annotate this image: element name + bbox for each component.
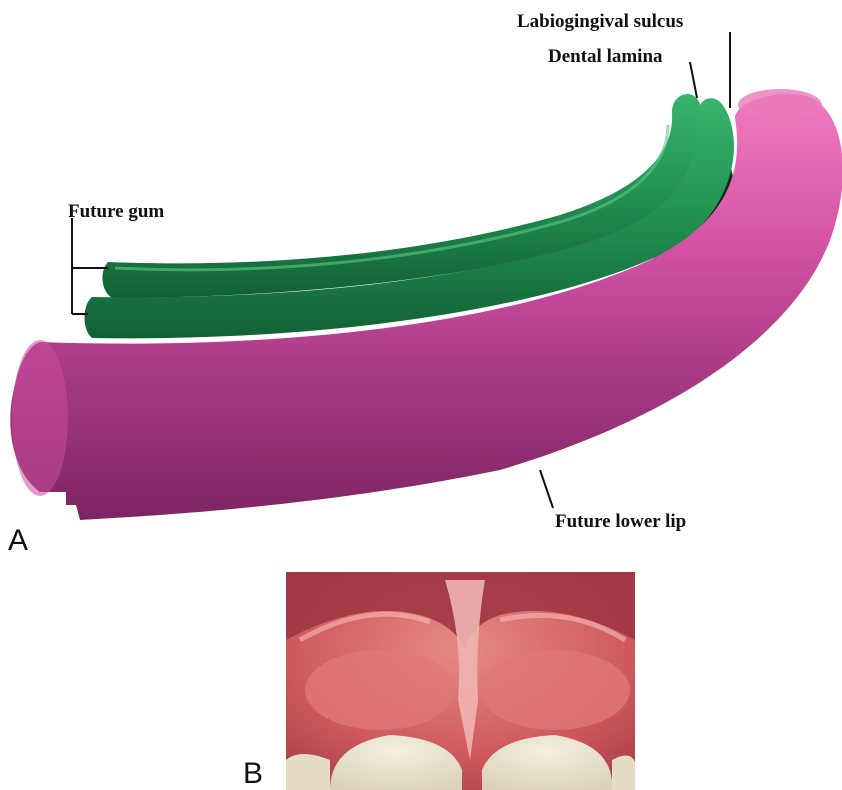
label-dental-lamina: Dental lamina [548, 46, 663, 67]
gingiva-left [305, 650, 455, 730]
panel-letter-b: B [243, 757, 263, 790]
label-future-gum: Future gum [68, 201, 164, 222]
panel-b-photo [286, 572, 635, 790]
label-labiogingival-sulcus: Labiogingival sulcus [517, 11, 683, 32]
label-future-lower-lip: Future lower lip [555, 511, 686, 532]
gingiva-right [480, 650, 630, 730]
panel-letter-a: A [8, 524, 28, 557]
panel-a-illustration [10, 89, 842, 520]
tooth-left-lateral [286, 754, 330, 790]
dental-lamina-leader [690, 62, 697, 98]
future-lower-lip-leader [540, 470, 553, 508]
tooth-right-lateral [612, 755, 635, 790]
lip-right-end-cap [738, 89, 822, 121]
lip-left-end-cap [12, 340, 68, 496]
